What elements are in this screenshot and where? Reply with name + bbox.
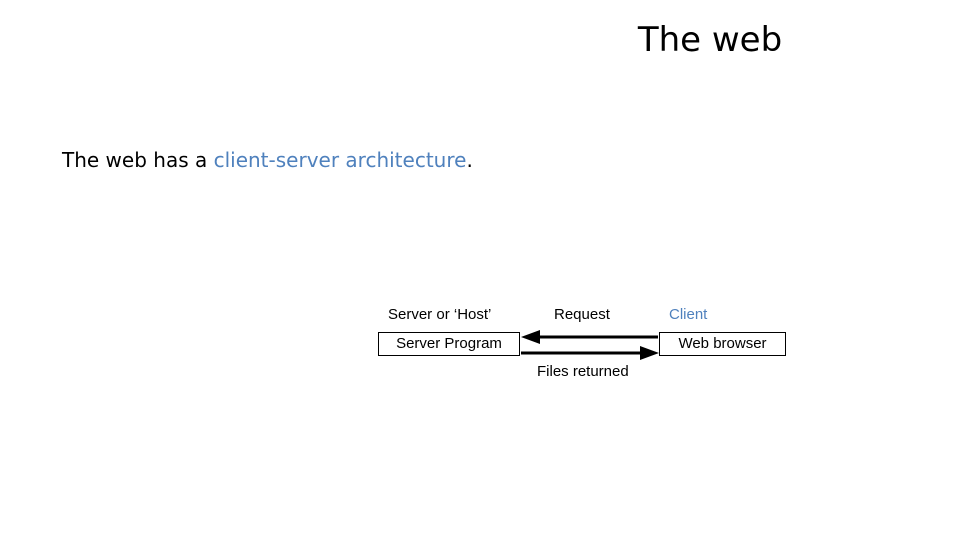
files-returned-edge-label: Files returned [537, 363, 629, 380]
page-title: The web [637, 20, 783, 60]
body-trail-text: . [466, 148, 473, 172]
body-accent-text: client-server architecture [213, 148, 467, 172]
body-lead-text: The web has a [62, 148, 214, 172]
request-arrow [521, 330, 658, 344]
request-edge-label: Request [554, 306, 610, 323]
server-header-server-text: Server [388, 306, 433, 323]
client-header-label: Client [669, 306, 708, 323]
server-header-or-text: or [432, 306, 454, 323]
server-header-host-text: ‘Host’ [453, 306, 492, 323]
web-browser-box: Web browser [659, 332, 786, 356]
server-header-label: Server or ‘Host’ [388, 306, 491, 324]
body-paragraph: The web has a client-server architecture… [62, 146, 473, 174]
server-program-box: Server Program [378, 332, 520, 356]
files-returned-arrow [521, 346, 659, 360]
